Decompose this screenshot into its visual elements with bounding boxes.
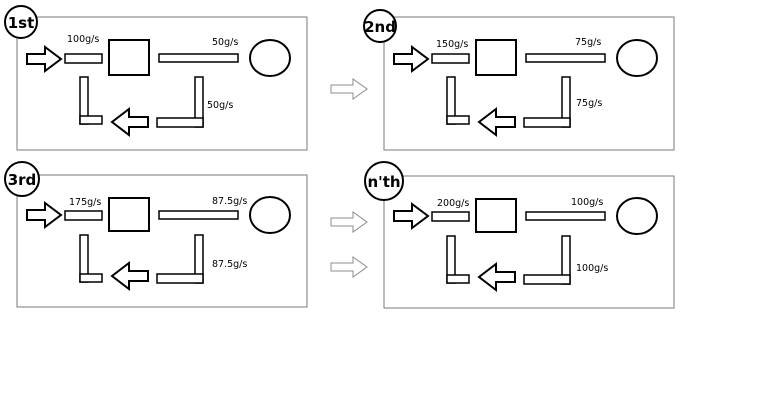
iteration-badge [4, 161, 40, 197]
output-tank [249, 196, 291, 234]
next-iteration-arrow-icon [330, 211, 368, 233]
panel-frame [16, 174, 308, 308]
outflow-pipe [158, 53, 239, 63]
outflow-label: 100g/s [571, 197, 603, 208]
return-pipe-horizontal [523, 274, 571, 285]
panel-4: 200g/s 100g/s 100g/s n'th [364, 161, 675, 309]
iteration-badge [364, 161, 404, 201]
next-iteration-arrow-icon [330, 78, 368, 100]
inflow-label: 175g/s [69, 197, 101, 208]
outflow-pipe [158, 210, 239, 220]
recycle-pipe-horizontal [446, 115, 470, 125]
output-tank [616, 39, 658, 77]
outflow-pipe [525, 53, 606, 63]
process-box [475, 198, 517, 233]
iteration-badge-label: 1st [8, 14, 35, 32]
panel-frame [383, 175, 675, 309]
return-flow-label: 75g/s [576, 98, 602, 109]
output-tank [616, 197, 658, 235]
inflow-label: 100g/s [67, 34, 99, 45]
iteration-badge-label: n'th [367, 173, 400, 191]
iteration-badge [4, 5, 38, 39]
outflow-label: 87.5g/s [212, 196, 247, 207]
return-pipe-horizontal [156, 117, 204, 128]
panel-2: 150g/s 75g/s 75g/s 2nd [363, 9, 675, 151]
return-pipe-horizontal [523, 117, 571, 128]
process-box [475, 39, 517, 76]
next-iteration-arrow-icon [330, 256, 368, 278]
process-box [108, 197, 150, 232]
inflow-pipe [431, 211, 470, 222]
outflow-label: 75g/s [575, 37, 601, 48]
inflow-pipe [64, 53, 103, 64]
iteration-badge-label: 3rd [8, 171, 37, 189]
return-flow-label: 50g/s [207, 100, 233, 111]
recycle-pipe-horizontal [79, 115, 103, 125]
panel-frame [16, 16, 308, 151]
panel-3: 175g/s 87.5g/s 87.5g/s 3rd [4, 161, 308, 308]
panel-1: 100g/s 50g/s 50g/s 1st [4, 5, 308, 151]
outflow-pipe [525, 211, 606, 221]
panel-frame [383, 16, 675, 151]
process-box [108, 39, 150, 76]
inflow-pipe [64, 210, 103, 221]
output-tank [249, 39, 291, 77]
iteration-badge-label: 2nd [364, 18, 396, 36]
return-flow-label: 87.5g/s [212, 259, 247, 270]
outflow-label: 50g/s [212, 37, 238, 48]
return-flow-label: 100g/s [576, 263, 608, 274]
recycle-pipe-horizontal [79, 273, 103, 283]
inflow-label: 200g/s [437, 198, 469, 209]
inflow-pipe [431, 53, 470, 64]
inflow-label: 150g/s [436, 39, 468, 50]
iteration-badge [363, 9, 397, 43]
return-pipe-horizontal [156, 273, 204, 284]
recycle-pipe-horizontal [446, 274, 470, 284]
